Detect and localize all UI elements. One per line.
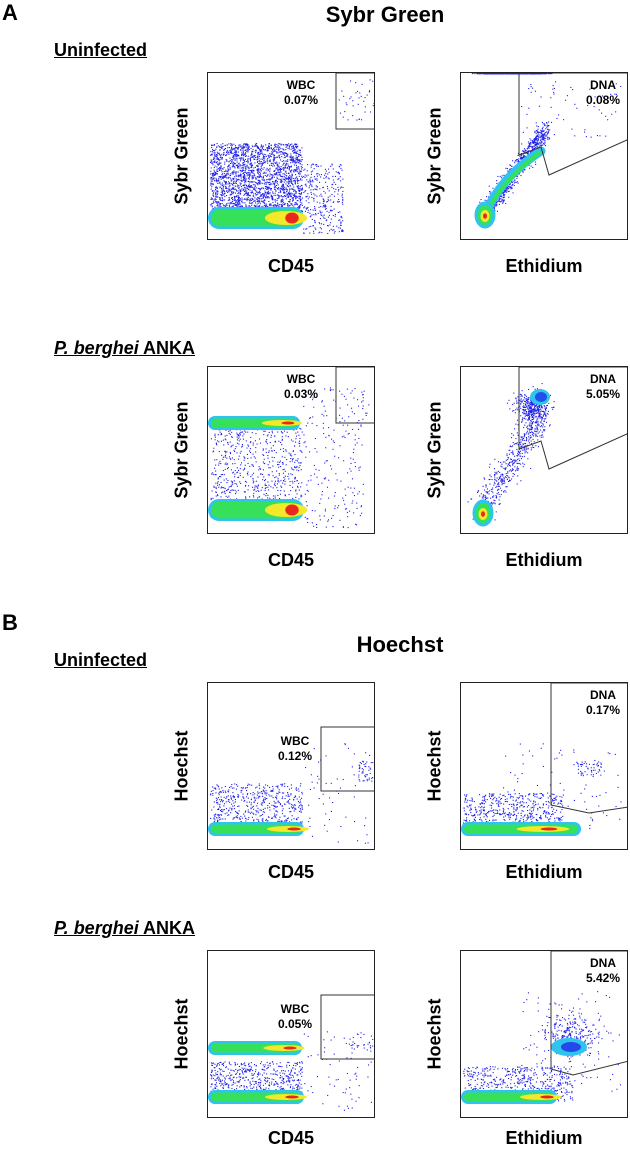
population-blob-peak: [483, 213, 487, 219]
population-band-peak: [287, 827, 301, 831]
population-band-peak: [540, 827, 558, 831]
y-axis-label-0: Sybr Green: [171, 107, 192, 205]
population-band-peak: [281, 421, 295, 425]
event-dots: [348, 1032, 374, 1052]
event-dots: [501, 743, 622, 834]
x-axis-label-2: CD45: [267, 550, 315, 570]
event-dots: [506, 383, 555, 429]
plot-b-uninfected-cd45: [207, 682, 375, 850]
plot-svg-4: [208, 726, 374, 844]
gate-outline: [320, 726, 374, 792]
x-axis-label-6: CD45: [267, 1128, 315, 1148]
x-axis-label-5: Ethidium: [505, 862, 583, 882]
gate-outline: [550, 951, 627, 1076]
event-dots: [345, 388, 370, 418]
y-axis-label-6: Hoechst: [171, 998, 192, 1070]
x-axis-label-1: Ethidium: [505, 256, 583, 276]
plot-svg-1: [471, 73, 627, 229]
plot-svg-7: [461, 951, 627, 1104]
plot-svg-3: [467, 367, 627, 527]
gate-outline: [335, 73, 374, 130]
plot-b-infected-cd45: [207, 950, 375, 1118]
condition-label-infected-a: P. berghei ANKA: [54, 338, 196, 358]
condition-label-uninfected-a: Uninfected: [54, 40, 148, 60]
y-axis-label-7: Hoechst: [424, 998, 445, 1070]
event-dots: [338, 79, 374, 121]
gate-outline: [518, 367, 627, 470]
event-dots: [471, 73, 553, 75]
plot-svg-5: [461, 683, 627, 836]
gate-outline: [550, 683, 627, 814]
condition-label-uninfected-b: Uninfected: [54, 650, 148, 670]
y-axis-label-5: Hoechst: [424, 730, 445, 802]
plot-a-uninfected-ethidium: [460, 72, 628, 240]
event-dots: [358, 761, 374, 782]
plot-b-uninfected-ethidium: [460, 682, 628, 850]
panel-letter-b: B: [2, 610, 18, 635]
section-title-hoechst: Hoechst: [356, 632, 444, 657]
x-axis-label-3: Ethidium: [505, 550, 583, 570]
event-dots: [521, 81, 622, 138]
x-axis-label-0: CD45: [267, 256, 315, 276]
plot-svg-0: [208, 73, 374, 234]
population-band-peak: [285, 504, 299, 516]
population-infected-core: [561, 1042, 581, 1052]
plot-a-infected-ethidium: [460, 366, 628, 534]
condition-label-infected-b: P. berghei ANKA: [54, 918, 196, 938]
x-axis-label-7: Ethidium: [505, 1128, 583, 1148]
panel-letter-a: A: [2, 0, 18, 25]
y-axis-label-3: Sybr Green: [424, 401, 445, 499]
plot-b-infected-ethidium: [460, 950, 628, 1118]
plot-svg-6: [208, 994, 374, 1111]
x-axis-label-4: CD45: [267, 862, 315, 882]
plot-a-infected-cd45: [207, 366, 375, 534]
population-band-peak: [285, 1095, 299, 1099]
plot-svg-2: [208, 367, 374, 529]
plot-a-uninfected-cd45: [207, 72, 375, 240]
section-title-sybr: Sybr Green: [325, 2, 445, 27]
population-blob-peak: [481, 511, 485, 517]
y-axis-label-4: Hoechst: [171, 730, 192, 802]
gate-outline: [518, 73, 627, 176]
event-dots: [303, 387, 364, 529]
event-dots: [303, 163, 344, 234]
y-axis-label-2: Sybr Green: [171, 401, 192, 499]
gate-outline: [335, 367, 374, 424]
population-band-peak: [285, 212, 299, 224]
event-dots: [305, 743, 374, 844]
y-axis-label-1: Sybr Green: [424, 107, 445, 205]
population-band-peak: [283, 1046, 297, 1050]
population-band-peak: [540, 1095, 554, 1099]
population-infected-core: [535, 392, 547, 402]
event-dots: [576, 761, 602, 777]
gate-outline: [320, 994, 374, 1060]
event-dots: [303, 1031, 372, 1111]
